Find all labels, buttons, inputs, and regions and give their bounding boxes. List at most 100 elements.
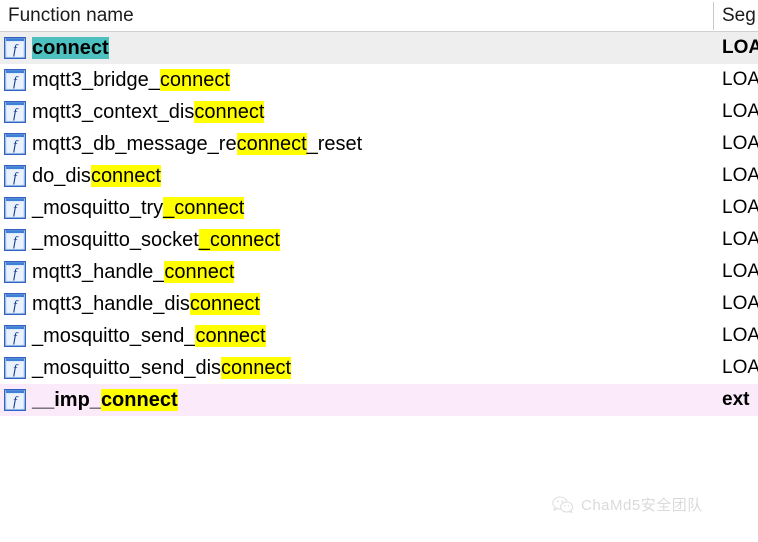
segment-cell: LOA <box>722 197 758 218</box>
name-segment: do_dis <box>32 164 91 187</box>
function-name-cell[interactable]: f do_disconnect <box>0 160 161 192</box>
function-name-cell[interactable]: f mqtt3_context_disconnect <box>0 96 265 128</box>
segment-cell: LOA <box>722 133 758 154</box>
svg-text:f: f <box>13 363 19 378</box>
match-highlight: connect <box>90 164 161 187</box>
svg-text:f: f <box>13 171 19 186</box>
function-name-text: do_disconnect <box>32 164 161 188</box>
function-icon: f <box>4 229 26 251</box>
svg-text:f: f <box>13 203 19 218</box>
name-segment: mqtt3_handle_dis <box>32 292 190 315</box>
match-highlight: _connect <box>163 196 245 219</box>
segment-cell: LOA <box>722 325 758 346</box>
function-name-cell[interactable]: f mqtt3_bridge_connect <box>0 64 230 96</box>
table-row[interactable]: f mqtt3_bridge_connect LOA <box>0 64 758 96</box>
match-highlight: connect <box>100 388 178 411</box>
function-name-text: connect <box>32 36 109 60</box>
function-name-cell[interactable]: f _mosquitto_send_connect <box>0 320 266 352</box>
segment-cell: LOA <box>722 261 758 282</box>
match-highlight: connect <box>236 132 307 155</box>
watermark: ChaMd5安全团队 <box>552 494 703 515</box>
function-name-text: mqtt3_handle_connect <box>32 260 235 284</box>
svg-text:f: f <box>13 267 19 282</box>
function-name-cell[interactable]: f mqtt3_db_message_reconnect_reset <box>0 128 362 160</box>
table-row[interactable]: f _mosquitto_send_connect LOA <box>0 320 758 352</box>
function-name-text: mqtt3_context_disconnect <box>32 100 265 124</box>
name-segment: mqtt3_bridge_ <box>32 68 160 91</box>
function-name-text: mqtt3_db_message_reconnect_reset <box>32 132 363 156</box>
name-segment: mqtt3_context_dis <box>32 100 195 123</box>
segment-cell: LOA <box>722 69 758 90</box>
table-header: Function name Seg <box>0 0 758 32</box>
match-highlight: connect <box>195 324 266 347</box>
function-name-text: _mosquitto_socket_connect <box>32 228 280 252</box>
watermark-text: ChaMd5安全团队 <box>581 497 703 514</box>
function-name-text: _mosquitto_try_connect <box>32 196 245 220</box>
name-segment: _mosquitto_send_dis <box>32 356 222 379</box>
function-name-cell[interactable]: f connect <box>0 32 109 64</box>
svg-text:f: f <box>13 235 19 250</box>
function-icon: f <box>4 197 26 219</box>
table-row[interactable]: f mqtt3_handle_disconnect LOA <box>0 288 758 320</box>
function-name-text: _mosquitto_send_connect <box>32 324 266 348</box>
match-highlight: connect <box>159 68 230 91</box>
match-highlight: connect <box>221 356 292 379</box>
segment-cell: LOA <box>722 37 758 58</box>
function-name-cell[interactable]: f _mosquitto_socket_connect <box>0 224 280 256</box>
column-divider[interactable] <box>713 2 714 30</box>
function-icon: f <box>4 37 26 59</box>
name-segment: __imp_ <box>32 388 101 411</box>
table-row[interactable]: f mqtt3_handle_connect LOA <box>0 256 758 288</box>
table-row[interactable]: f connect LOA <box>0 32 758 64</box>
name-segment: _mosquitto_send_ <box>32 324 196 347</box>
table-row[interactable]: f mqtt3_db_message_reconnect_reset LOA <box>0 128 758 160</box>
function-name-text: __imp_connect <box>32 388 178 412</box>
function-icon: f <box>4 325 26 347</box>
segment-cell: LOA <box>722 293 758 314</box>
match-highlight: connect <box>164 260 235 283</box>
name-segment: _mosquitto_try <box>32 196 164 219</box>
table-row[interactable]: f __imp_connect ext <box>0 384 758 416</box>
table-row[interactable]: f _mosquitto_try_connect LOA <box>0 192 758 224</box>
match-highlight: _connect <box>198 228 280 251</box>
svg-text:f: f <box>13 75 19 90</box>
svg-text:f: f <box>13 395 19 410</box>
function-name-cell[interactable]: f mqtt3_handle_connect <box>0 256 235 288</box>
table-row[interactable]: f _mosquitto_socket_connect LOA <box>0 224 758 256</box>
segment-cell: ext <box>722 389 750 410</box>
function-icon: f <box>4 133 26 155</box>
segment-cell: LOA <box>722 229 758 250</box>
match-highlight: connect <box>189 292 260 315</box>
function-name-text: mqtt3_bridge_connect <box>32 68 230 92</box>
function-icon: f <box>4 101 26 123</box>
function-icon: f <box>4 293 26 315</box>
svg-text:f: f <box>13 139 19 154</box>
name-segment: mqtt3_handle_ <box>32 260 165 283</box>
table-row[interactable]: f mqtt3_context_disconnect LOA <box>0 96 758 128</box>
svg-text:f: f <box>13 299 19 314</box>
match-highlight: connect <box>194 100 265 123</box>
name-segment: mqtt3_db_message_re <box>32 132 237 155</box>
svg-text:f: f <box>13 331 19 346</box>
function-name-cell[interactable]: f _mosquitto_try_connect <box>0 192 245 224</box>
svg-text:f: f <box>13 43 19 58</box>
function-name-text: _mosquitto_send_disconnect <box>32 356 292 380</box>
function-icon: f <box>4 165 26 187</box>
segment-cell: LOA <box>722 101 758 122</box>
function-name-cell[interactable]: f __imp_connect <box>0 384 178 416</box>
column-header-segment[interactable]: Seg <box>722 5 756 26</box>
wechat-icon <box>552 495 574 514</box>
name-segment: _reset <box>306 132 363 155</box>
function-name-cell[interactable]: f _mosquitto_send_disconnect <box>0 352 292 384</box>
svg-text:f: f <box>13 107 19 122</box>
function-icon: f <box>4 261 26 283</box>
column-header-function-name[interactable]: Function name <box>8 5 134 26</box>
selection-highlight: connect <box>32 36 109 59</box>
function-icon: f <box>4 69 26 91</box>
function-icon: f <box>4 357 26 379</box>
name-segment: _mosquitto_socket <box>32 228 199 251</box>
function-name-cell[interactable]: f mqtt3_handle_disconnect <box>0 288 260 320</box>
